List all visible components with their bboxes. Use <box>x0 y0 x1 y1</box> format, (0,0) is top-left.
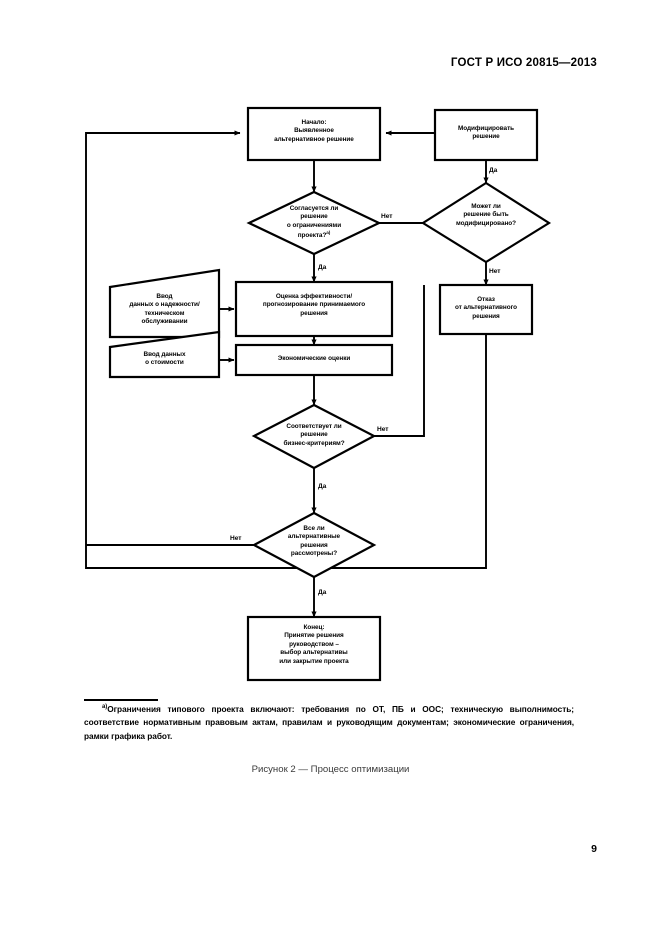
footnote-line1: Ограничения типового проекта включают: т… <box>107 704 444 714</box>
edge-label-constraints-no: Нет <box>381 213 393 220</box>
edge-label-can-modify-yes: Да <box>489 167 498 174</box>
edge-label-business-no: Нет <box>377 426 389 433</box>
footnote-line2: техническую выполнимость; соответствие н… <box>84 704 575 728</box>
flowchart-diagram-svg <box>85 106 552 682</box>
footnote-text: a)Ограничения типового проекта включают:… <box>84 703 574 743</box>
flowchart-figure: Начало: Выявленное альтернативное решени… <box>85 106 552 682</box>
footnote-line3: документам; экономические ограничения, р… <box>84 717 574 741</box>
footnote-mark: a) <box>102 704 108 711</box>
edge-label-business-yes: Да <box>318 483 327 490</box>
page-number: 9 <box>591 843 597 855</box>
edge-label-constraints-yes: Да <box>318 264 327 271</box>
edge-label-can-modify-no: Нет <box>489 268 501 275</box>
footnote-indent-spacer <box>84 704 102 714</box>
document-header-standard-number: ГОСТ Р ИСО 20815—2013 <box>450 57 597 69</box>
footnote-separator-rule <box>84 699 158 701</box>
edge-label-all-alternatives-yes: Да <box>318 589 327 596</box>
edge-label-all-alternatives-no: Нет <box>230 535 242 542</box>
figure-caption: Рисунок 2 — Процесс оптимизации <box>251 764 410 775</box>
